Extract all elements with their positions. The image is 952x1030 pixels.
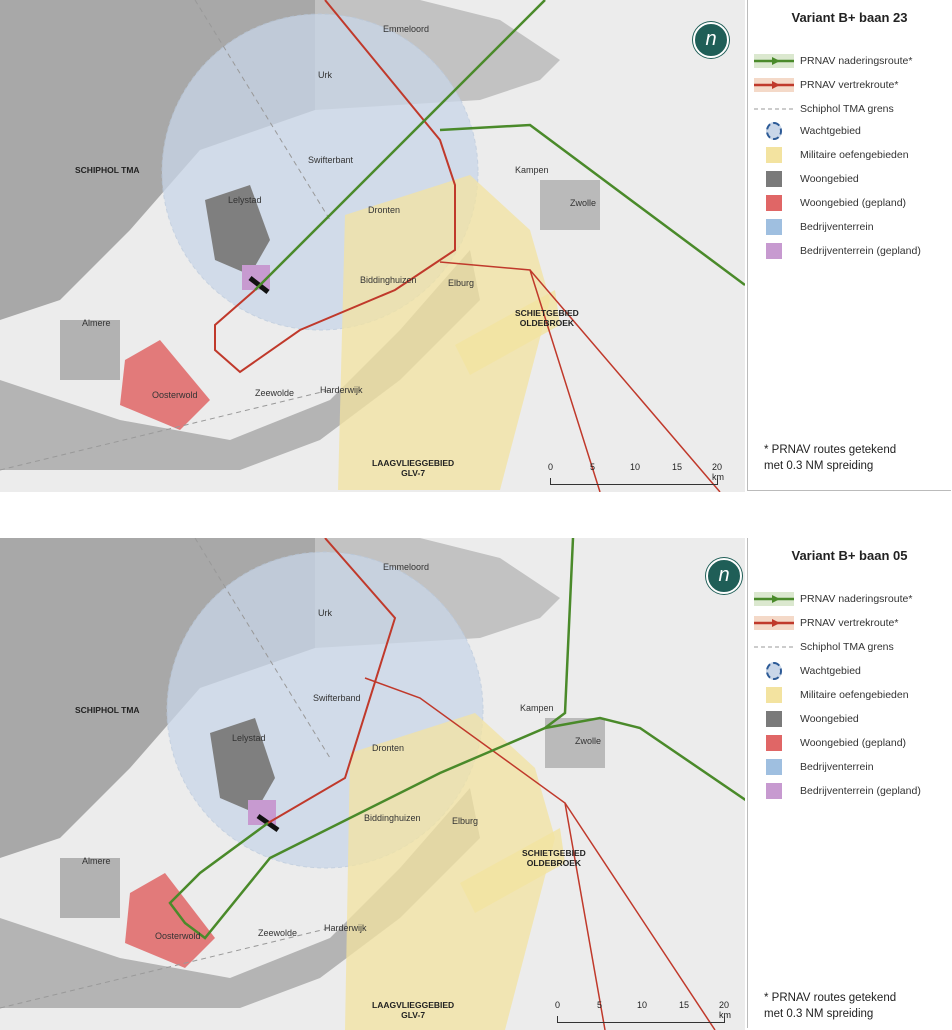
place-label: Harderwijk bbox=[320, 385, 363, 395]
tma-boundary bbox=[194, 538, 331, 759]
map-panel-baan-23: Emmeloord Urk Swifterbant Dronten Lelyst… bbox=[0, 0, 952, 492]
legend-industrial-planned: Bedrijventerrein (gepland) bbox=[754, 783, 921, 799]
legend-military: Militaire oefengebieden bbox=[754, 687, 909, 703]
residential-zwolle bbox=[540, 180, 600, 230]
legend-industrial: Bedrijventerrein bbox=[754, 759, 874, 775]
legend-residential: Woongebied bbox=[754, 171, 859, 187]
area-label: SCHIPHOL TMA bbox=[75, 165, 140, 175]
residential-almere bbox=[60, 320, 120, 380]
place-label: Swifterband bbox=[313, 693, 361, 703]
place-label: Dronten bbox=[368, 205, 401, 215]
place-label: Zwolle bbox=[570, 198, 597, 208]
panel-title: Variant B+ baan 23 bbox=[791, 10, 908, 25]
approach-route bbox=[544, 716, 745, 802]
tma-boundary bbox=[0, 389, 331, 471]
legend: Variant B+ baan 23 PRNAV naderingsroute*… bbox=[747, 0, 951, 491]
place-label: Emmeloord bbox=[383, 562, 430, 572]
legend-residential-planned: Woongebied (gepland) bbox=[754, 195, 906, 211]
place-label: Dronten bbox=[372, 743, 405, 753]
military-area-oldebroek bbox=[460, 828, 565, 913]
place-label: Almere bbox=[82, 856, 111, 866]
residential-almere bbox=[60, 858, 120, 918]
place-label: Almere bbox=[82, 318, 111, 328]
map-graphics bbox=[0, 538, 745, 1030]
military-area-oldebroek bbox=[455, 290, 560, 375]
north-arrow-icon: n bbox=[693, 22, 729, 58]
place-label: Elburg bbox=[448, 278, 475, 288]
legend-tma: Schiphol TMA grens bbox=[754, 641, 894, 653]
place-label: Elburg bbox=[452, 816, 479, 826]
map-graphics bbox=[0, 0, 745, 492]
residential-lelystad bbox=[205, 185, 270, 275]
area-label: SCHIPHOL TMA bbox=[75, 705, 140, 715]
legend-tma: Schiphol TMA grens bbox=[754, 103, 894, 115]
place-label: Biddinghuizen bbox=[360, 275, 417, 285]
military-area bbox=[338, 175, 550, 490]
place-label: Oosterwold bbox=[152, 390, 198, 400]
legend-approach: PRNAV naderingsroute* bbox=[754, 54, 912, 68]
map-panel-baan-05: Emmeloord Urk Swifterband Dronten Lelyst… bbox=[0, 538, 952, 1030]
place-label: Oosterwold bbox=[155, 931, 201, 941]
approach-route bbox=[168, 538, 575, 940]
approach-route bbox=[439, 123, 745, 287]
place-label: Zwolle bbox=[575, 736, 602, 746]
tma-boundary bbox=[194, 0, 331, 221]
place-label: Zeewolde bbox=[258, 928, 298, 938]
legend-holding: Wachtgebied bbox=[754, 122, 861, 140]
north-arrow-icon: n bbox=[706, 558, 742, 594]
departure-route bbox=[529, 269, 721, 492]
place-label: Lelystad bbox=[232, 733, 266, 743]
approach-route bbox=[254, 0, 546, 291]
legend-industrial-planned: Bedrijventerrein (gepland) bbox=[754, 243, 921, 259]
legend-approach: PRNAV naderingsroute* bbox=[754, 592, 912, 606]
legend-residential: Woongebied bbox=[754, 711, 859, 727]
legend-residential-planned: Woongebied (gepland) bbox=[754, 735, 906, 751]
place-label: Zeewolde bbox=[255, 388, 295, 398]
tma-boundary bbox=[0, 927, 331, 1009]
departure-route bbox=[214, 0, 456, 374]
map: Emmeloord Urk Swifterbant Dronten Lelyst… bbox=[0, 0, 745, 492]
legend-departure: PRNAV vertrekroute* bbox=[754, 78, 898, 92]
place-label: Urk bbox=[318, 70, 332, 80]
planned-residential-oosterwold bbox=[120, 340, 210, 430]
legend-industrial: Bedrijventerrein bbox=[754, 219, 874, 235]
place-label: Lelystad bbox=[228, 195, 262, 205]
departure-route bbox=[267, 538, 397, 824]
place-label: Urk bbox=[318, 608, 332, 618]
departure-route bbox=[564, 802, 716, 1030]
legend-departure: PRNAV vertrekroute* bbox=[754, 616, 898, 630]
residential-lelystad bbox=[210, 718, 275, 813]
place-label: Swifterbant bbox=[308, 155, 354, 165]
place-label: Kampen bbox=[520, 703, 554, 713]
place-label: Biddinghuizen bbox=[364, 813, 421, 823]
legend-military: Militaire oefengebieden bbox=[754, 147, 909, 163]
map: Emmeloord Urk Swifterband Dronten Lelyst… bbox=[0, 538, 745, 1030]
place-label: Emmeloord bbox=[383, 24, 430, 34]
legend: Variant B+ baan 05 PRNAV naderingsroute*… bbox=[747, 538, 951, 1028]
place-label: Harderwijk bbox=[324, 923, 367, 933]
legend-holding: Wachtgebied bbox=[754, 662, 861, 680]
planned-residential-oosterwold bbox=[125, 873, 215, 968]
military-area bbox=[345, 713, 555, 1030]
panel-title: Variant B+ baan 05 bbox=[791, 548, 908, 563]
place-label: Kampen bbox=[515, 165, 549, 175]
